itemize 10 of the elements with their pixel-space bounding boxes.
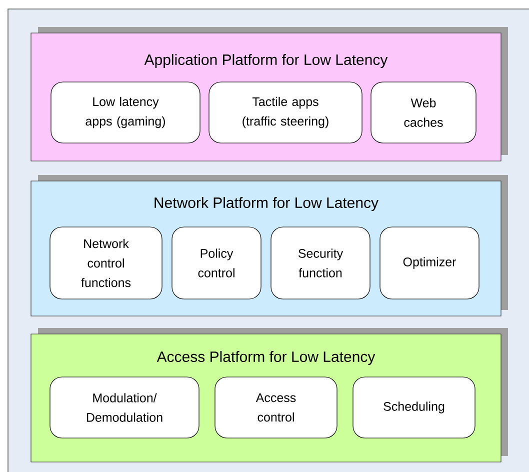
function-box: Network control functions: [50, 226, 162, 300]
function-box: Scheduling: [352, 376, 476, 438]
function-box: Low latency apps (gaming): [50, 82, 200, 144]
function-box: Security function: [270, 226, 370, 300]
function-box: Access control: [214, 376, 338, 438]
function-box: Tactile apps (traffic steering): [208, 82, 362, 144]
function-box: Web caches: [370, 82, 476, 144]
function-box: Modulation/ Demodulation: [50, 376, 200, 438]
function-box: Policy control: [172, 226, 262, 300]
function-box: Optimizer: [380, 226, 480, 300]
